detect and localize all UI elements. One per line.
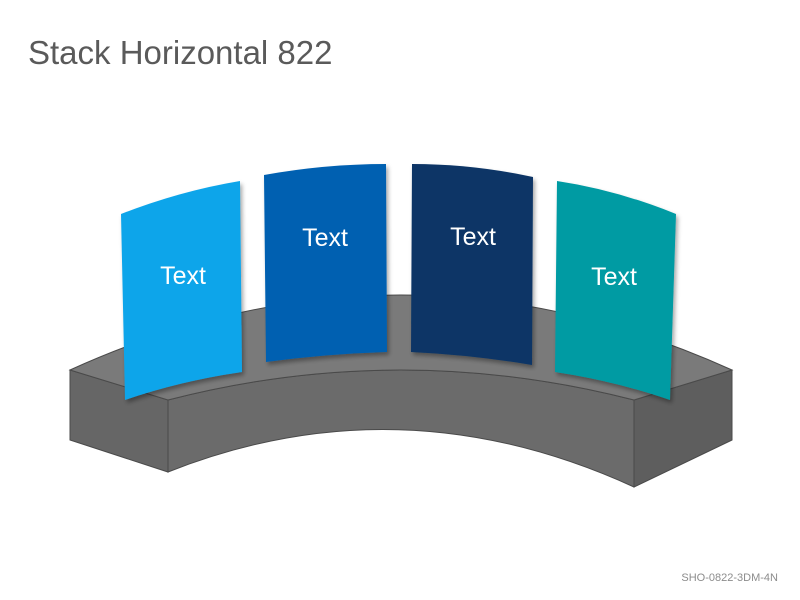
panel-3-shape <box>411 164 533 365</box>
panel-2: Text <box>264 164 387 362</box>
panel-4: Text <box>555 181 676 400</box>
panel-3: Text <box>411 164 533 365</box>
panel-3-label: Text <box>450 223 496 251</box>
panel-2-shape <box>264 164 387 362</box>
footer-code: SHO-0822-3DM-4N <box>681 572 778 584</box>
panel-1: Text <box>121 181 242 400</box>
panel-4-shape <box>555 181 676 400</box>
panel-1-shape <box>121 181 242 400</box>
base-front-face <box>167 369 635 488</box>
page-title: Stack Horizontal 822 <box>28 34 333 71</box>
panel-2-label: Text <box>302 224 348 252</box>
panel-4-label: Text <box>591 263 637 291</box>
panel-1-label: Text <box>160 262 206 290</box>
